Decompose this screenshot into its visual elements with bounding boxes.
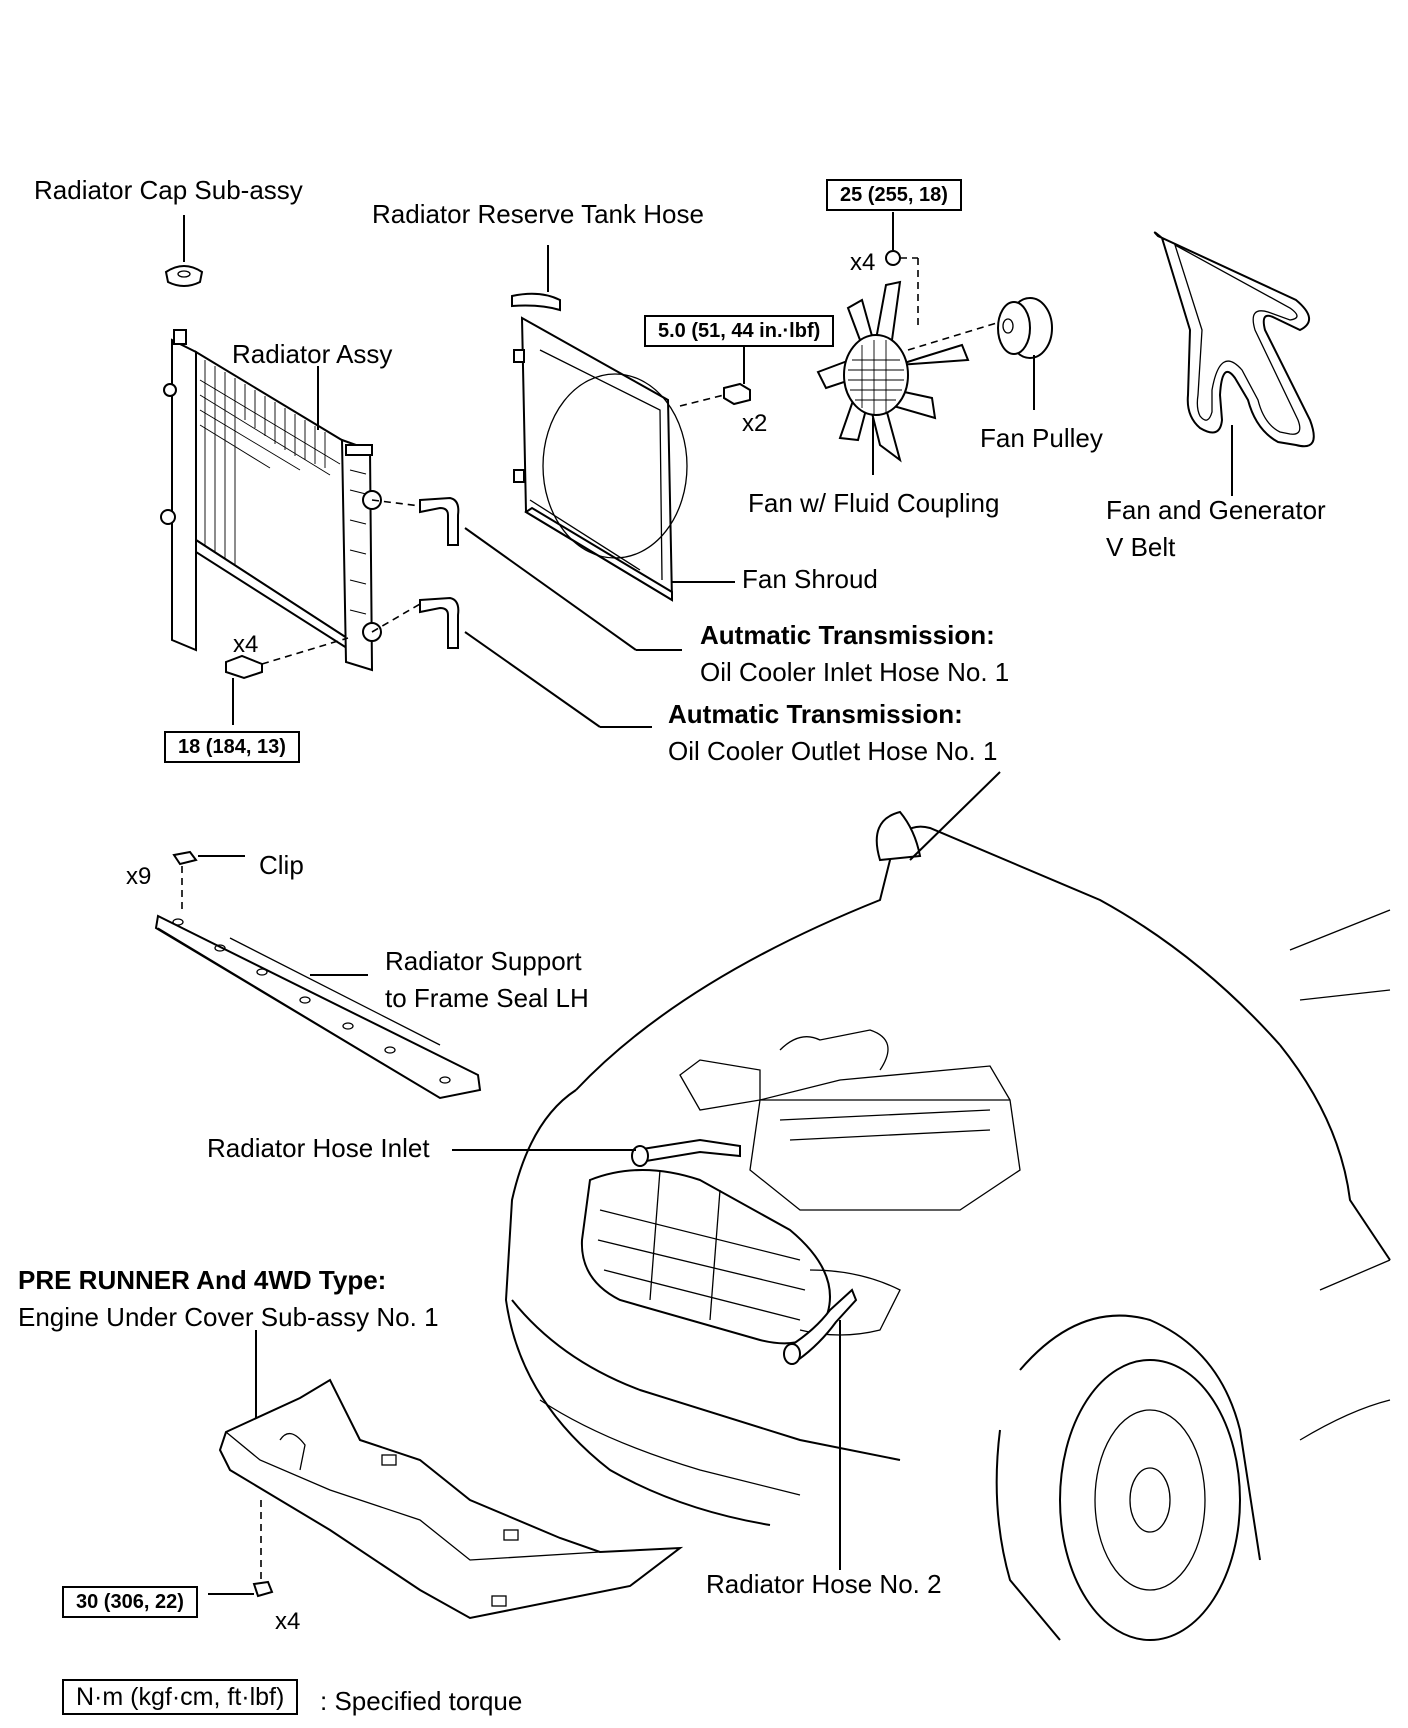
- radiator-cap-label: Radiator Cap Sub-assy: [34, 175, 303, 205]
- radiator-hose-no2-label: Radiator Hose No. 2: [706, 1569, 942, 1599]
- seal-label-line2: to Frame Seal LH: [385, 983, 589, 1013]
- at-inlet-hose-label: Oil Cooler Inlet Hose No. 1: [700, 657, 1010, 687]
- under-cover-title: PRE RUNNER And 4WD Type:: [18, 1265, 387, 1295]
- legend-torque-text: : Specified torque: [320, 1686, 523, 1716]
- shroud-bolt-drawing: [679, 345, 751, 407]
- vehicle-front-drawing: [452, 771, 1391, 1641]
- fan-coupling-drawing: [816, 212, 1001, 475]
- v-belt-label-line2: V Belt: [1106, 532, 1176, 562]
- engine-under-cover-drawing: [208, 1330, 684, 1620]
- fan-pulley-label: Fan Pulley: [980, 423, 1103, 453]
- oil-cooler-hose-drawings: [371, 496, 682, 728]
- torque-shroud-bolt: 5.0 (51, 44 in.·lbf): [644, 315, 835, 347]
- fan-coupling-label: Fan w/ Fluid Coupling: [748, 488, 1000, 518]
- at-inlet-title: Autmatic Transmission:: [700, 620, 995, 650]
- under-cover-label: Engine Under Cover Sub-assy No. 1: [18, 1302, 439, 1332]
- at-outlet-title: Autmatic Transmission:: [668, 699, 963, 729]
- at-outlet-hose-label: Oil Cooler Outlet Hose No. 1: [668, 736, 998, 766]
- radiator-cap-drawing: [164, 215, 204, 287]
- reserve-tank-hose-label: Radiator Reserve Tank Hose: [372, 199, 704, 229]
- fan-shroud-label: Fan Shroud: [742, 564, 878, 594]
- qty-shroud-bolt: x2: [742, 410, 768, 437]
- radiator-bolt-drawing: [225, 637, 349, 725]
- clip-label: Clip: [259, 850, 304, 880]
- radiator-hose-inlet-label: Radiator Hose Inlet: [207, 1133, 430, 1163]
- clip-and-seal-drawing: [154, 850, 482, 1100]
- torque-fan-nut: 25 (255, 18): [826, 179, 962, 211]
- qty-clip: x9: [126, 863, 152, 890]
- v-belt-label-line1: Fan and Generator: [1106, 495, 1326, 525]
- qty-fan-nut: x4: [850, 249, 876, 276]
- fan-shroud-drawing: [511, 245, 735, 602]
- qty-radiator-bolt: x4: [233, 631, 259, 658]
- v-belt-drawing: [1153, 231, 1315, 496]
- seal-label-line1: Radiator Support: [385, 946, 582, 976]
- legend-torque-unit-box: N·m (kgf·cm, ft·lbf): [62, 1679, 299, 1715]
- torque-radiator-bolt: 18 (184, 13): [164, 731, 300, 763]
- radiator-assy-label: Radiator Assy: [232, 339, 393, 369]
- fan-pulley-drawing: [997, 297, 1053, 410]
- torque-under-cover-bolt: 30 (306, 22): [62, 1586, 198, 1618]
- radiator-assy-drawing: [160, 329, 382, 672]
- qty-under-cover-bolt: x4: [275, 1608, 301, 1635]
